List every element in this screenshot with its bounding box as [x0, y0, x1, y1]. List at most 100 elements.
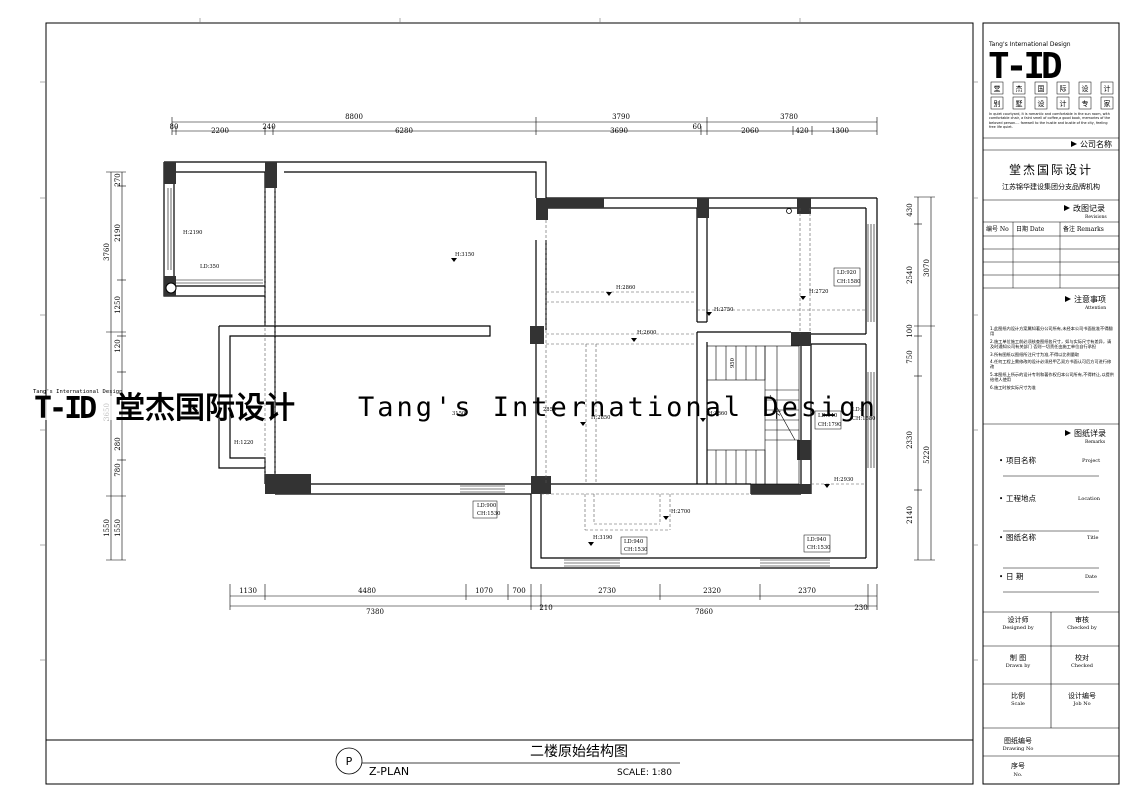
- sign-en: Checked by: [1067, 625, 1097, 631]
- slogan-char: 杰: [1016, 84, 1023, 93]
- annotation: H:2720: [809, 289, 828, 295]
- windows: [167, 188, 875, 567]
- field-label: 项目名称: [1006, 455, 1036, 465]
- annotation: CH:1530: [807, 545, 830, 551]
- annotation: H:2850: [591, 415, 610, 421]
- signature-cells: 设计师 Designed by 审核 Checked by 制 图 Drawn …: [1002, 615, 1097, 778]
- annotation: LD:920: [837, 270, 856, 276]
- revisions-title: 改图记录: [1073, 203, 1105, 213]
- company-section: 公司名称: [1080, 139, 1112, 149]
- dim-label: 7380: [366, 608, 384, 616]
- dim-label: 100: [906, 324, 914, 337]
- plan-symbol: P: [346, 755, 353, 768]
- dim-label: 2200: [211, 127, 229, 135]
- dim-label: 8800: [345, 113, 363, 121]
- svg-text:•: •: [999, 573, 1003, 581]
- annotation: LD:940: [807, 537, 826, 543]
- field-en: Title: [1087, 535, 1099, 541]
- annotation: CH:1530: [624, 547, 647, 553]
- revisions-sub: Revisions: [1085, 214, 1107, 220]
- brand-en: Tang's International Design: [988, 41, 1071, 48]
- field-label: 图纸名称: [1006, 532, 1036, 542]
- dim-label: 2370: [798, 587, 816, 595]
- dim-label: 280: [114, 437, 122, 450]
- left-dimensions: [106, 171, 126, 561]
- attention-title: 注意事项: [1074, 294, 1106, 304]
- annotation: 3150: [452, 411, 465, 417]
- rev-grid: [983, 222, 1119, 288]
- sign-en: Scale: [1011, 701, 1025, 707]
- slogan-char: 设: [1082, 84, 1089, 93]
- annotation: LD:900: [477, 503, 496, 509]
- note: 1.此图纸内设计方案属知著分公司所有,未经本公司书面批准不得翻用: [990, 326, 1113, 337]
- top-dim-labels: 8800 3790 3780 80 2200 240 6280 3690 60 …: [170, 113, 849, 135]
- intro-text-box: In quiet courtyard, it is romantic and c…: [989, 112, 1110, 129]
- columns: [164, 162, 811, 494]
- field-en: Location: [1078, 496, 1101, 502]
- note: 5.本图纸上所示的设计专利和著作权归本公司所有,不得转让,以提供给他人使用: [990, 371, 1114, 383]
- dim-label: 1250: [114, 296, 122, 314]
- sign-label: 审核: [1075, 615, 1089, 624]
- annotation: LD:350: [200, 264, 219, 270]
- rev-col: 日期 Date: [1016, 225, 1045, 233]
- annotation: CH:1580: [852, 416, 875, 422]
- dim-label: 1070: [475, 587, 493, 595]
- signature-grid: [983, 611, 1119, 757]
- staircase: [706, 345, 800, 485]
- annotation: H:3150: [455, 252, 474, 258]
- annotation: H:2700: [671, 509, 690, 515]
- company-sub: 江苏锦华建设集团分支品牌机构: [1002, 182, 1100, 191]
- annotation: H:3190: [593, 535, 612, 541]
- brand-logo: T-ID: [988, 46, 1062, 87]
- annotation: LD:940: [624, 539, 643, 545]
- right-dimensions: [914, 196, 935, 561]
- dim-label: 1550: [114, 519, 122, 537]
- dim-label: 60: [693, 123, 702, 131]
- dim-label: 2540: [906, 266, 914, 284]
- annotation: CH:1580: [837, 279, 860, 285]
- field-label: 工程地点: [1006, 493, 1036, 503]
- title-block-frame: [982, 22, 1120, 785]
- drawing-title: 二楼原始结构图: [530, 744, 628, 760]
- dim-label: 1130: [239, 587, 257, 595]
- left-dim-labels: 3760 3650 1550 270 2190 1250 120 280 780…: [103, 173, 122, 537]
- sign-label: 设计编号: [1068, 691, 1096, 700]
- frame-ticks: [40, 18, 978, 661]
- pipe-symbol: [786, 208, 792, 214]
- dim-label: 6280: [395, 127, 413, 135]
- watermark-tagline: Tang's International Design: [33, 389, 122, 395]
- dim-label: 2730: [598, 587, 616, 595]
- slogan-char: 家: [1104, 99, 1111, 108]
- annotation: H:2600: [637, 330, 656, 336]
- slogan-char: 别: [994, 99, 1001, 108]
- dim-label: 430: [906, 203, 914, 216]
- dim-label: 210: [539, 604, 552, 612]
- plan-symbol-circle: [335, 747, 363, 775]
- dim-label: 2330: [906, 431, 914, 449]
- dim-label: 700: [512, 587, 525, 595]
- watermark-name-en: Tang's International Design: [358, 392, 878, 423]
- svg-text:•: •: [999, 534, 1003, 542]
- sign-en: Designed by: [1002, 625, 1034, 631]
- note: 6.施工时按实际尺寸为准: [990, 384, 1036, 390]
- watermark-name-cn: 堂杰国际设计: [115, 391, 295, 426]
- annotations: H:2190 LD:350 H:3150 H:2860 H:2750 H:260…: [183, 230, 875, 553]
- sign-label: 图纸编号: [1004, 736, 1032, 745]
- title-block: Tang's International Design T-ID 堂 杰 国 际…: [983, 41, 1119, 778]
- dim-label: 420: [795, 127, 808, 135]
- walls: [163, 161, 878, 569]
- remarks-sub: Remarks: [1085, 439, 1106, 445]
- dim-label: 2190: [114, 224, 122, 242]
- sign-en: Drawing No: [1003, 746, 1034, 752]
- slogan-char: 墅: [1016, 99, 1023, 108]
- notes-box: 1.此图纸内设计方案属知著分公司所有,未经本公司书面批准不得翻用 2.施工单位施…: [990, 326, 1114, 390]
- dim-label: 270: [114, 173, 122, 186]
- field-en: Date: [1085, 574, 1097, 580]
- field-en: Project: [1082, 458, 1100, 464]
- dim-label: 2320: [703, 587, 721, 595]
- sign-en: Drawn by: [1006, 663, 1031, 669]
- note: 4.任何工程上需修改的设计必须经甲乙双方书面认可后方可进行修改: [990, 359, 1112, 370]
- slogan: 堂 杰 国 际 设 计 别 墅 设 计 专 家: [990, 81, 1114, 110]
